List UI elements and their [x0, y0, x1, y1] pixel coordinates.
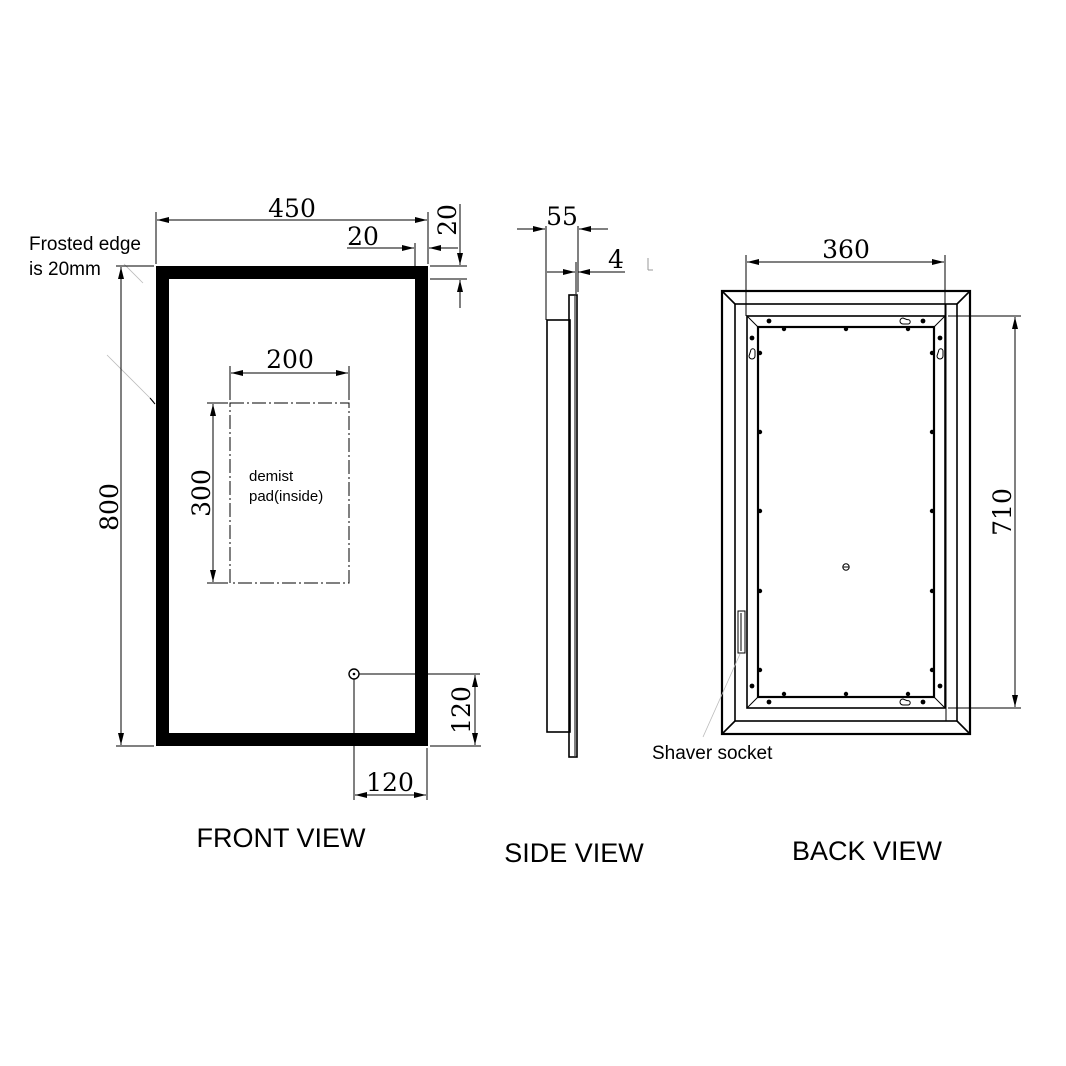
dim-label-demist-width: 200 — [266, 345, 314, 374]
dim-label-width: 450 — [268, 194, 316, 223]
dim-label-height: 800 — [95, 483, 124, 531]
dim-label-hanger-vertical: 710 — [988, 488, 1017, 536]
dim-label-frame-h: 20 — [347, 222, 379, 251]
back-outer-frame — [720, 289, 972, 736]
keyhole-hanger-icons — [748, 317, 944, 706]
back-plate — [746, 315, 946, 709]
dim-label-depth: 55 — [546, 202, 578, 231]
demist-note-line1: demist — [249, 468, 294, 485]
frosted-edge-note-line2: is 20mm — [29, 259, 101, 280]
front-view-title: FRONT VIEW — [196, 823, 366, 853]
dim-label-demist-height: 300 — [187, 469, 216, 517]
side-glass — [568, 294, 578, 758]
demist-pad: demist pad(inside) 200 300 — [187, 345, 350, 584]
dimension-frame-edge-vertical: 20 — [430, 204, 467, 308]
shaver-socket-leader — [702, 653, 741, 738]
back-view: Shaver socket 360 710 BACK VIEW — [652, 235, 1021, 866]
dim-label-switch-right: 120 — [366, 768, 414, 797]
frosted-edge-leader — [123, 263, 144, 284]
front-view: 450 20 20 Frosted edge is 20mm 800 — [29, 194, 481, 853]
side-body — [546, 319, 571, 733]
shaver-socket — [737, 610, 746, 654]
dimension-width-450: 450 — [155, 194, 429, 264]
dim-label-switch-bottom: 120 — [447, 686, 476, 734]
frosted-edge-leader-2 — [106, 354, 155, 403]
screw-dots — [749, 318, 943, 705]
dimension-frame-edge-horizontal: 20 — [347, 222, 458, 278]
dimension-height-800: 800 — [95, 265, 154, 747]
demist-note-line2: pad(inside) — [249, 488, 323, 505]
side-view: 55 4 SIDE VIEW — [504, 202, 653, 868]
shaver-socket-note: Shaver socket — [652, 743, 773, 764]
dim-label-frame-v: 20 — [433, 204, 462, 236]
side-view-title: SIDE VIEW — [504, 838, 644, 868]
back-panel — [756, 325, 936, 699]
frosted-edge-note-line1: Frosted edge — [29, 234, 141, 255]
back-view-title: BACK VIEW — [792, 836, 943, 866]
dim-label-hanger-horizontal: 360 — [822, 235, 870, 264]
dim-label-glass-thickness: 4 — [608, 245, 624, 274]
touch-switch: 120 120 — [348, 668, 481, 800]
